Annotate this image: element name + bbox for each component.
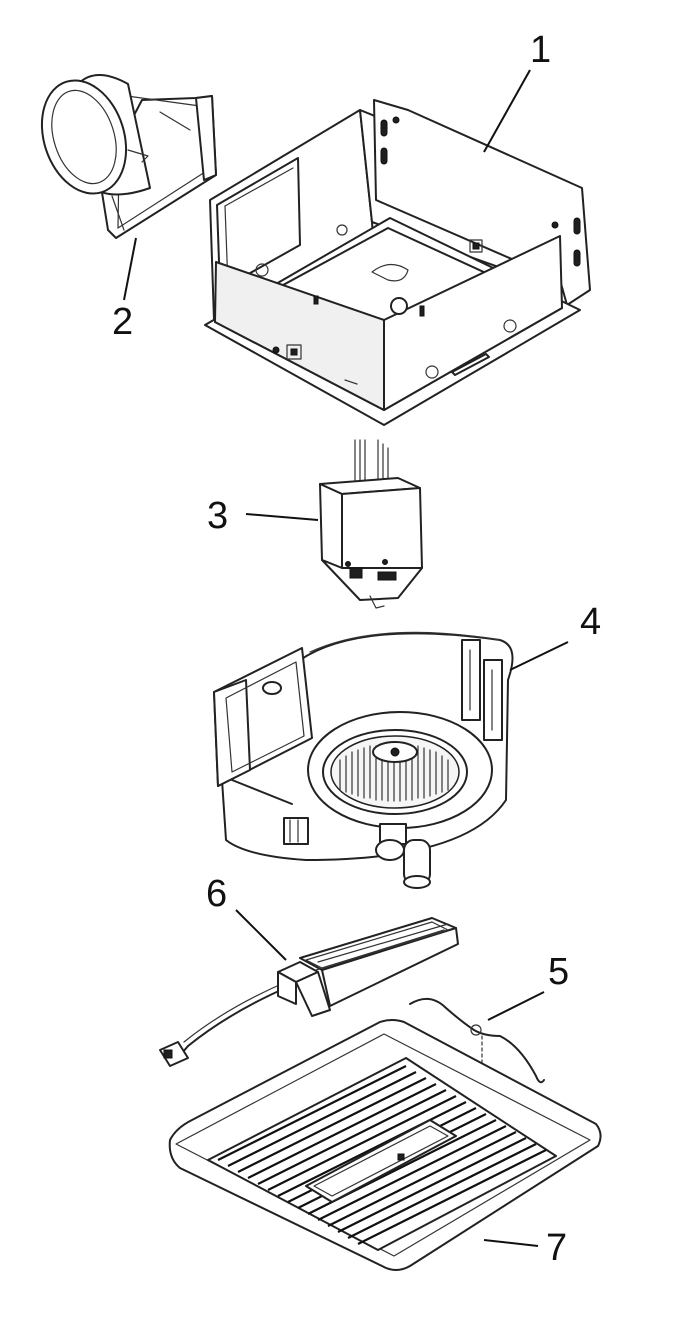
housing-drawing bbox=[204, 99, 591, 426]
blower-wheel bbox=[330, 735, 460, 809]
leader-7 bbox=[483, 1239, 539, 1247]
callout-2: 2 bbox=[112, 301, 133, 343]
callout-6: 6 bbox=[206, 873, 227, 915]
receptacle-box-drawing bbox=[319, 439, 423, 609]
callout-4: 4 bbox=[580, 601, 601, 643]
callout-1: 1 bbox=[530, 29, 551, 71]
leader-2 bbox=[123, 237, 137, 301]
light-module-drawing bbox=[159, 917, 459, 1067]
leader-4 bbox=[509, 641, 569, 671]
leader-1 bbox=[483, 69, 531, 153]
callout-3: 3 bbox=[207, 495, 228, 537]
leader-5 bbox=[487, 991, 545, 1021]
leader-lines bbox=[123, 69, 569, 1247]
duct-connector-drawing bbox=[40, 74, 217, 239]
callout-5: 5 bbox=[548, 951, 569, 993]
leader-3 bbox=[245, 513, 319, 521]
callout-7: 7 bbox=[546, 1227, 567, 1269]
leader-6 bbox=[235, 909, 287, 961]
grille-drawing bbox=[168, 1019, 602, 1271]
callout-numbers: 1 2 3 4 5 6 7 bbox=[112, 29, 601, 1269]
blower-assembly-drawing bbox=[213, 631, 514, 889]
